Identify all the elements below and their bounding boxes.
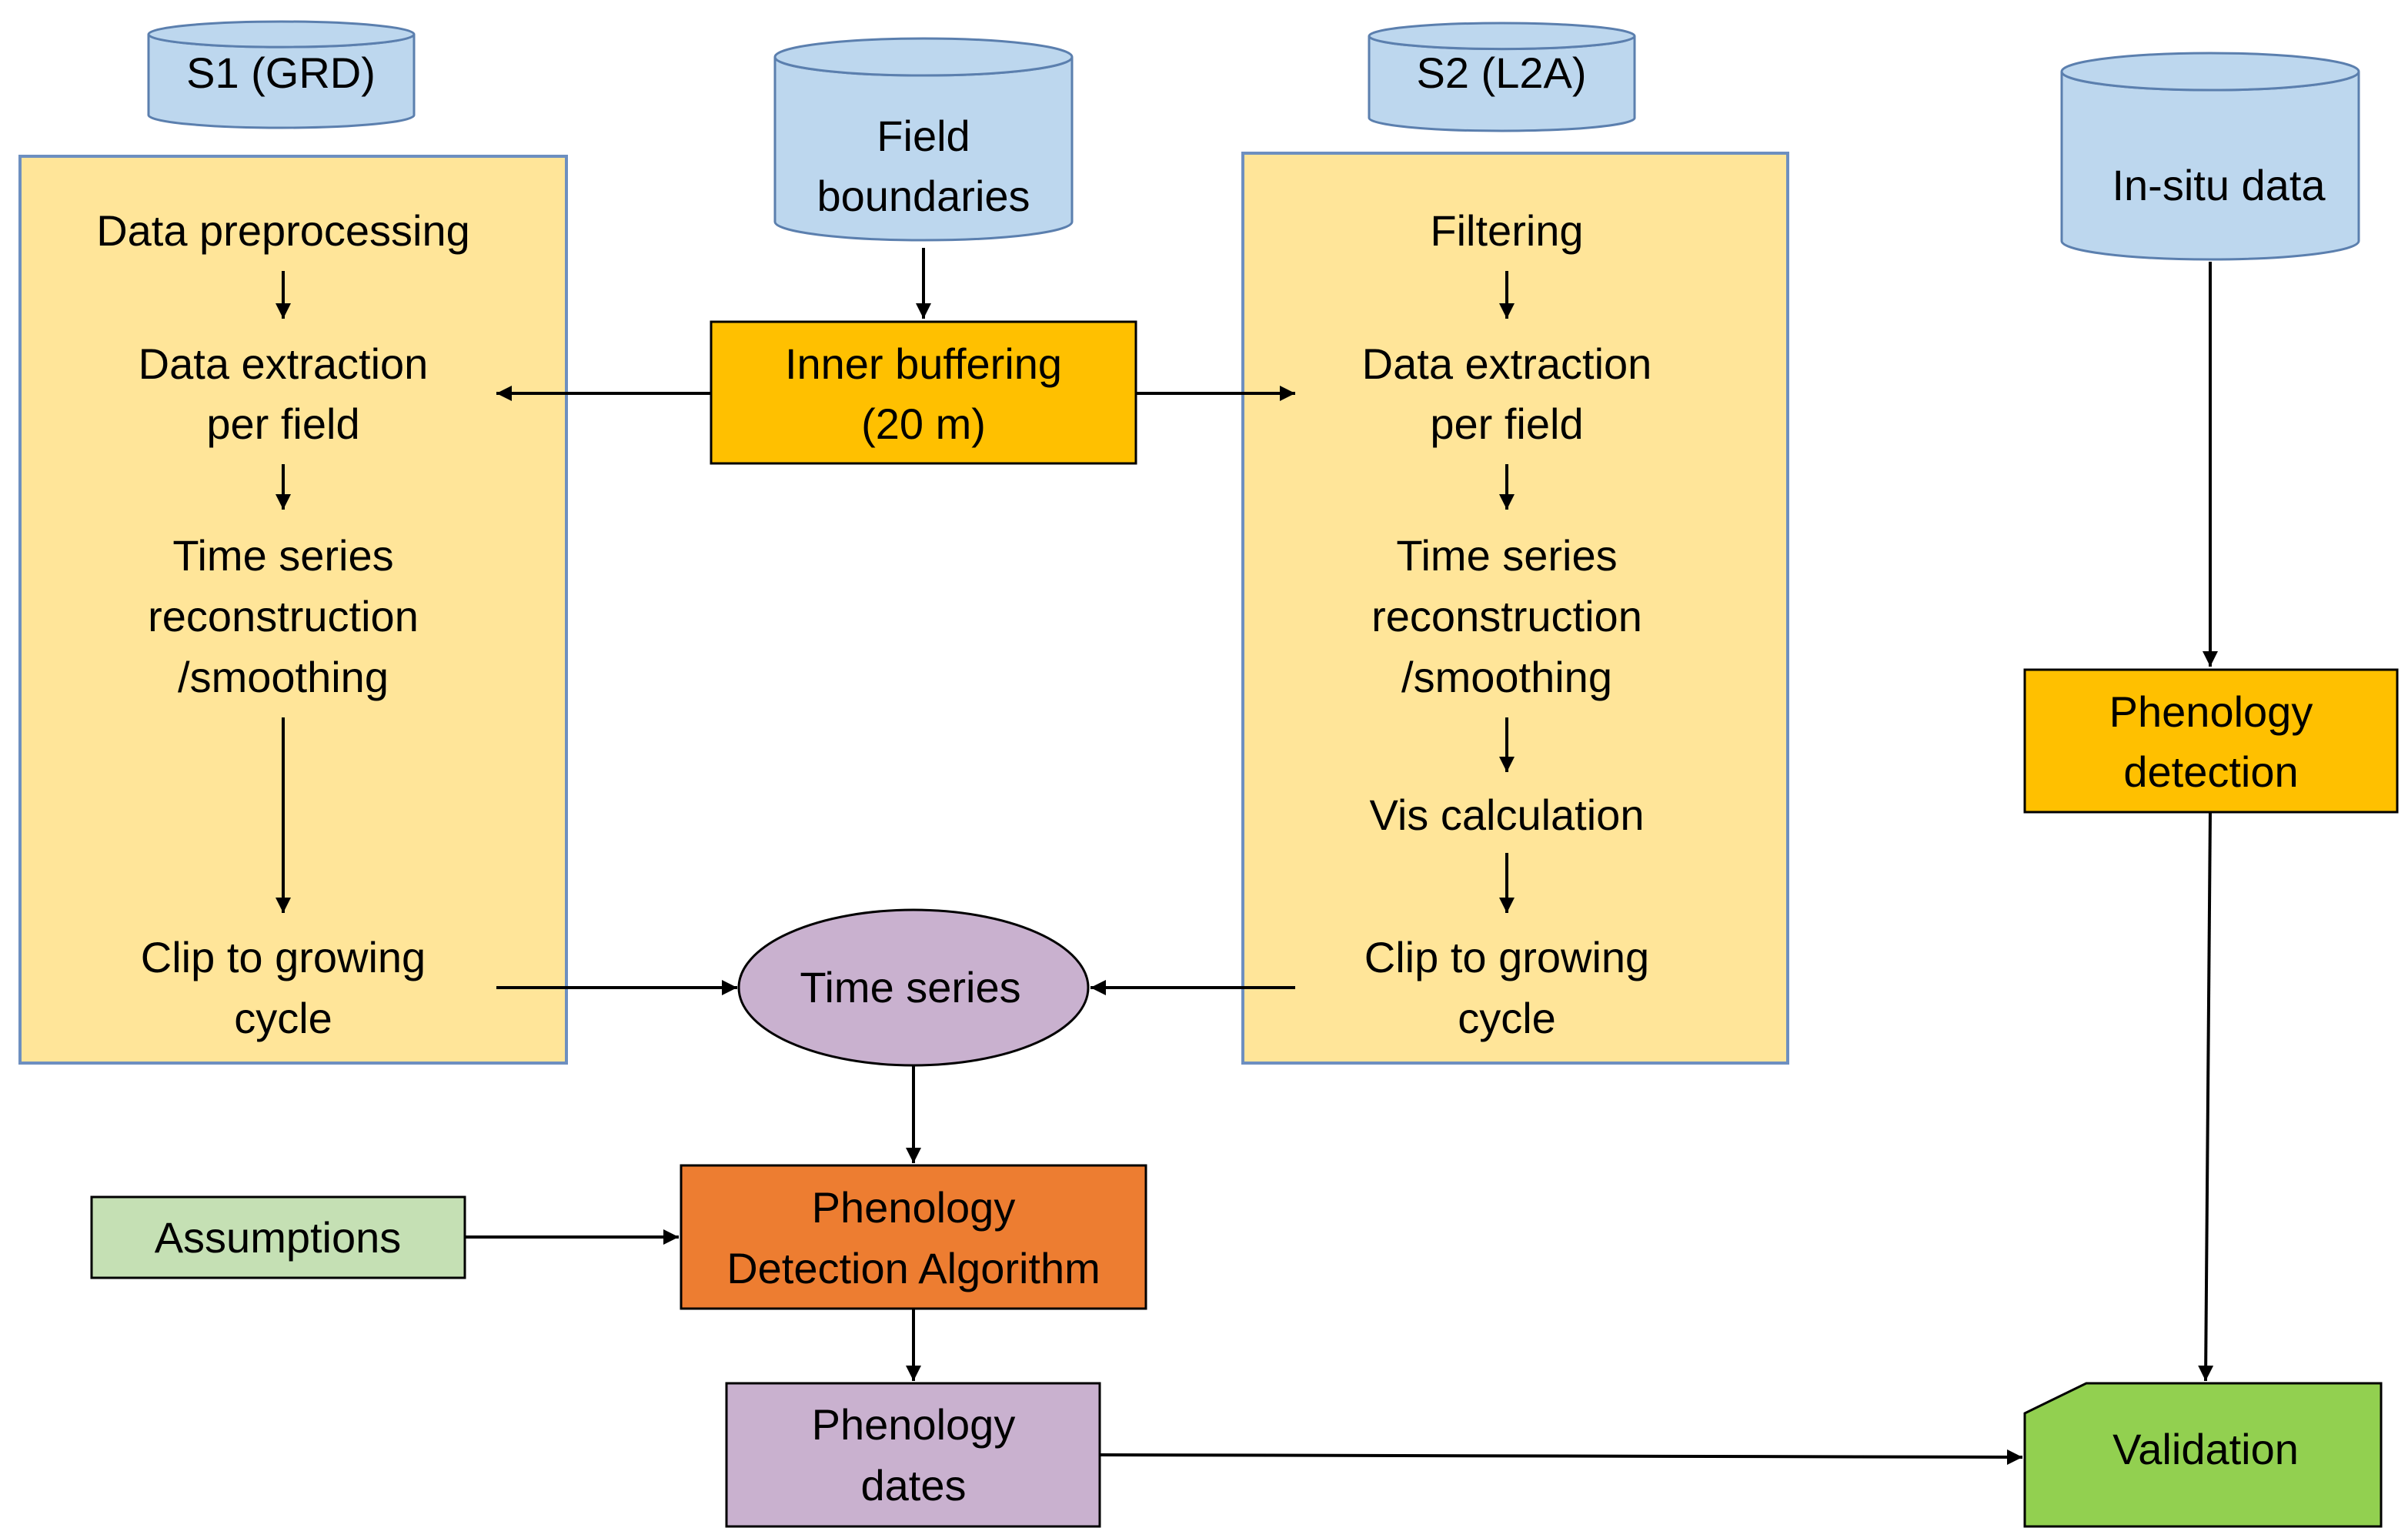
arrow-phenology-detection-to-validation — [2198, 811, 2214, 1382]
phenology-detection-label-line2: detection — [2123, 747, 2298, 796]
s1-reconstruction-label-line2: reconstruction — [148, 592, 419, 640]
assumptions-label: Assumptions — [155, 1213, 402, 1262]
in-situ-database — [2060, 52, 2360, 261]
algorithm-box — [680, 1164, 1147, 1310]
s2-clip-label-line2: cycle — [1458, 994, 1556, 1042]
time-series-label: Time series — [800, 963, 1020, 1011]
in-situ-label: In-situ data — [2112, 161, 2326, 209]
algorithm-label-line2: Detection Algorithm — [726, 1244, 1100, 1292]
validation-label: Validation — [2112, 1425, 2299, 1473]
phenology-dates-label-line1: Phenology — [812, 1400, 1016, 1449]
s1-reconstruction-label-line3: /smoothing — [178, 653, 389, 701]
s1-grd-label: S1 (GRD) — [186, 48, 376, 97]
s1-clip-label-line1: Clip to growing — [141, 933, 426, 981]
phenology-dates-label-line2: dates — [861, 1461, 967, 1510]
s2-l2a-label: S2 (L2A) — [1417, 48, 1587, 97]
cylinder-top — [2060, 52, 2360, 92]
s2-vis-calculation-label: Vis calculation — [1370, 791, 1645, 839]
s1-extraction-label-line1: Data extraction — [139, 339, 429, 388]
s1-grd-database — [147, 20, 416, 129]
algorithm-label-line1: Phenology — [812, 1183, 1016, 1232]
inner-buffering-label-line1: Inner buffering — [785, 339, 1062, 388]
s2-clip-label-line1: Clip to growing — [1364, 933, 1649, 981]
s2-reconstruction-label-line2: reconstruction — [1371, 592, 1642, 640]
validation-box — [2023, 1382, 2383, 1528]
inner-buffering-box — [710, 320, 1137, 465]
s1-reconstruction-label-line1: Time series — [172, 531, 393, 580]
phenology-detection-label-line1: Phenology — [2109, 687, 2313, 736]
s1-clip-label-line2: cycle — [234, 994, 332, 1042]
cylinder-top — [773, 37, 1074, 77]
s2-reconstruction-label-line1: Time series — [1396, 531, 1617, 580]
field-boundaries-label-line2: boundaries — [817, 172, 1030, 220]
inner-buffering-label-line2: (20 m) — [861, 400, 986, 448]
cylinder-top — [147, 20, 416, 48]
s2-filtering-label: Filtering — [1430, 206, 1583, 255]
cylinder-top — [1368, 22, 1636, 51]
field-boundaries-label-line1: Field — [877, 112, 970, 160]
s2-extraction-label-line1: Data extraction — [1362, 339, 1652, 388]
s1-panel — [18, 155, 568, 1065]
s2-panel — [1241, 152, 1789, 1065]
field-boundaries-database — [773, 37, 1074, 242]
s1-preprocessing-label: Data preprocessing — [96, 206, 470, 255]
arrow-dates-to-validation — [1099, 1449, 2023, 1465]
phenology-detection-box — [2023, 668, 2399, 814]
s2-l2a-database — [1368, 22, 1636, 132]
s2-extraction-label-line2: per field — [1430, 400, 1583, 448]
s1-extraction-label-line2: per field — [206, 400, 359, 448]
s2-reconstruction-label-line3: /smoothing — [1401, 653, 1612, 701]
phenology-dates-box — [725, 1382, 1101, 1528]
